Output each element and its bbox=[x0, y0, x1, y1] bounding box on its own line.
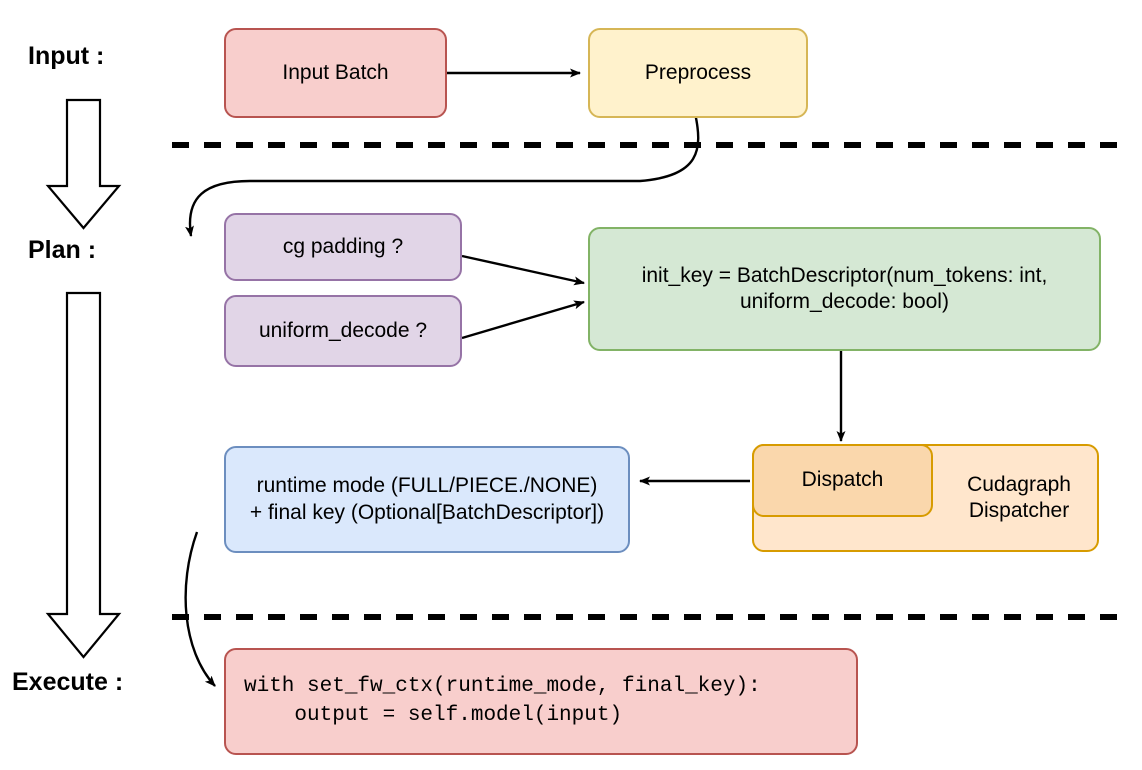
stage-label-plan: Plan : bbox=[28, 236, 97, 264]
node-cudagraph-dispatcher-label: Cudagraph Dispatcher bbox=[967, 472, 1071, 522]
node-runtime-mode-label: runtime mode (FULL/PIECE./NONE) + final … bbox=[249, 474, 605, 524]
node-dispatch-label: Dispatch bbox=[801, 468, 884, 492]
input-to-plan-block-arrow bbox=[45, 98, 122, 230]
node-uniform-decode[interactable]: uniform_decode ? bbox=[224, 295, 462, 367]
node-preprocess-label: Preprocess bbox=[644, 60, 752, 84]
node-cg-padding[interactable]: cg padding ? bbox=[224, 213, 462, 281]
arrow-cg-padding-to-init-key bbox=[461, 254, 585, 286]
node-uniform-decode-label: uniform_decode ? bbox=[258, 318, 428, 342]
arrow-uniform-decode-to-init-key bbox=[461, 300, 585, 340]
arrow-runtime-mode-to-execute-code bbox=[184, 531, 216, 687]
node-input-batch[interactable]: Input Batch bbox=[224, 28, 447, 118]
stage-label-execute: Execute : bbox=[12, 668, 124, 696]
node-input-batch-label: Input Batch bbox=[282, 60, 389, 84]
stage-label-input: Input : bbox=[28, 42, 105, 70]
node-init-key[interactable]: init_key = BatchDescriptor(num_tokens: i… bbox=[588, 227, 1101, 351]
node-dispatch[interactable]: Dispatch bbox=[752, 444, 933, 517]
arrow-preprocess-to-cg-padding bbox=[185, 112, 700, 237]
node-preprocess[interactable]: Preprocess bbox=[588, 28, 808, 118]
node-init-key-label: init_key = BatchDescriptor(num_tokens: i… bbox=[641, 263, 1048, 313]
node-execute-code-label: with set_fw_ctx(runtime_mode, final_key)… bbox=[244, 675, 761, 727]
node-cg-padding-label: cg padding ? bbox=[282, 234, 404, 258]
plan-to-execute-block-arrow bbox=[45, 291, 122, 659]
node-execute-code[interactable]: with set_fw_ctx(runtime_mode, final_key)… bbox=[224, 648, 858, 755]
node-runtime-mode[interactable]: runtime mode (FULL/PIECE./NONE) + final … bbox=[224, 446, 630, 553]
